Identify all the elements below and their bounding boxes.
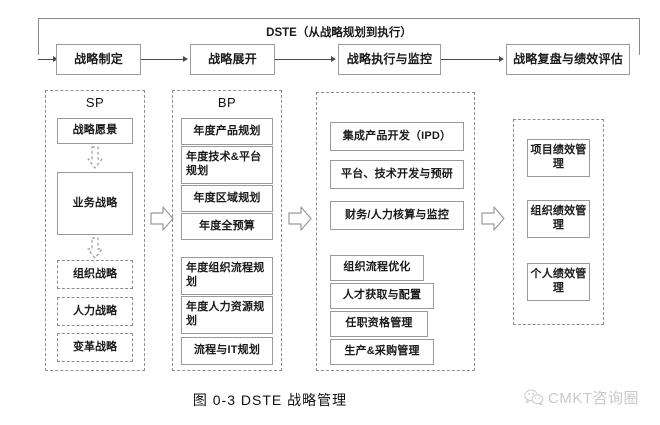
- sp-item-business-strategy[interactable]: 业务战略: [57, 172, 133, 235]
- execution-item-platform-tech-rnd-label: 平台、技术开发与预研: [341, 167, 453, 180]
- execution-item-qualification-management-label: 任职资格管理: [345, 317, 413, 330]
- bp-item-annual-region-plan-label: 年度区域规划: [193, 191, 261, 204]
- execution-item-talent-acquisition-label: 人才获取与配置: [342, 289, 422, 302]
- process-step-4-label: 战略复盘与绩效评估: [513, 52, 623, 66]
- bracket-entry-arrowhead: [53, 55, 58, 62]
- wechat-icon: [524, 389, 544, 406]
- execution-item-production-procurement-label: 生产&采购管理: [344, 345, 420, 358]
- arrow-sp-to-bp: [150, 205, 174, 232]
- bp-item-annual-tech-platform-plan[interactable]: 年度技术&平台规划: [181, 146, 273, 184]
- watermark: CMKT咨询圈: [524, 387, 639, 408]
- connector-step1-step2: [141, 59, 185, 60]
- bp-item-annual-full-budget-label: 年度全预算: [199, 219, 255, 232]
- process-step-2[interactable]: 战略展开: [190, 44, 275, 75]
- sp-item-vision[interactable]: 战略愿景: [57, 118, 133, 144]
- execution-item-org-process-optimization-label: 组织流程优化: [343, 261, 411, 274]
- column-sp-container: [45, 90, 145, 371]
- bp-item-annual-hr-plan[interactable]: 年度人力资源规划: [181, 296, 273, 334]
- arrow-vision-to-business-icon: [84, 146, 106, 170]
- figure-caption: 图 0-3 DSTE 战略管理: [192, 392, 348, 408]
- arrow-business-to-org-icon: [84, 237, 106, 260]
- performance-item-project[interactable]: 项目绩效管理: [527, 139, 590, 177]
- dste-bracket-label: DSTE（从战略规划到执行）: [266, 27, 412, 39]
- sp-item-hr-strategy-label: 人力战略: [73, 304, 117, 317]
- sp-item-hr-strategy[interactable]: 人力战略: [57, 297, 133, 326]
- process-step-1[interactable]: 战略制定: [56, 44, 141, 75]
- process-step-3[interactable]: 战略执行与监控: [338, 44, 441, 75]
- execution-item-ipd[interactable]: 集成产品开发（IPD）: [330, 122, 464, 151]
- sp-item-business-strategy-label: 业务战略: [72, 196, 118, 209]
- bp-item-annual-region-plan[interactable]: 年度区域规划: [181, 185, 273, 212]
- column-bp-header: BP: [217, 95, 237, 110]
- bp-item-annual-product-plan-label: 年度产品规划: [193, 124, 261, 137]
- column-sp-header: SP: [85, 95, 105, 110]
- process-step-3-label: 战略执行与监控: [346, 52, 433, 66]
- execution-item-qualification-management[interactable]: 任职资格管理: [330, 311, 428, 337]
- performance-item-project-label: 项目绩效管理: [530, 144, 587, 170]
- bp-item-annual-org-process-plan[interactable]: 年度组织流程规划: [181, 257, 273, 295]
- execution-item-finance-hr-accounting-label: 财务/人力核算与监控: [344, 208, 450, 221]
- sp-item-transformation-strategy[interactable]: 变革战略: [57, 333, 133, 362]
- arrow-bp-to-execution: [288, 205, 312, 232]
- performance-item-individual-label: 个人绩效管理: [530, 268, 587, 294]
- dste-bracket: [38, 18, 640, 55]
- sp-item-org-strategy[interactable]: 组织战略: [57, 260, 133, 289]
- bp-item-process-it-plan-label: 流程与IT规划: [193, 344, 261, 357]
- arrowhead-step2: [183, 55, 188, 62]
- performance-item-individual[interactable]: 个人绩效管理: [527, 263, 590, 301]
- arrowhead-step4: [499, 55, 504, 62]
- bp-item-process-it-plan[interactable]: 流程与IT规划: [181, 337, 273, 365]
- connector-step2-step3: [275, 59, 333, 60]
- arrowhead-step3: [331, 55, 336, 62]
- arrow-execution-to-performance: [481, 205, 505, 232]
- column-performance-container: [513, 119, 604, 325]
- process-step-4[interactable]: 战略复盘与绩效评估: [506, 44, 630, 75]
- execution-item-platform-tech-rnd[interactable]: 平台、技术开发与预研: [330, 160, 464, 189]
- bp-item-annual-tech-platform-plan-label: 年度技术&平台规划: [186, 151, 262, 177]
- watermark-label: CMKT咨询圈: [548, 390, 639, 407]
- bracket-entry-line: [38, 59, 55, 60]
- execution-item-talent-acquisition[interactable]: 人才获取与配置: [330, 283, 434, 309]
- execution-item-finance-hr-accounting[interactable]: 财务/人力核算与监控: [330, 201, 464, 230]
- bp-item-annual-hr-plan-label: 年度人力资源规划: [186, 301, 265, 327]
- bp-item-annual-full-budget[interactable]: 年度全预算: [181, 213, 273, 240]
- bp-item-annual-product-plan[interactable]: 年度产品规划: [181, 118, 273, 145]
- sp-item-vision-label: 战略愿景: [72, 124, 118, 137]
- execution-item-org-process-optimization[interactable]: 组织流程优化: [330, 255, 424, 281]
- performance-item-organization[interactable]: 组织绩效管理: [527, 200, 590, 238]
- sp-item-transformation-strategy-label: 变革战略: [73, 340, 117, 353]
- bp-item-annual-org-process-plan-label: 年度组织流程规划: [186, 262, 265, 288]
- execution-item-ipd-label: 集成产品开发（IPD）: [342, 129, 452, 142]
- performance-item-organization-label: 组织绩效管理: [530, 205, 587, 231]
- column-execution-container: [316, 92, 475, 371]
- execution-item-production-procurement[interactable]: 生产&采购管理: [330, 339, 434, 365]
- sp-item-org-strategy-label: 组织战略: [73, 267, 117, 280]
- column-bp-container: [172, 90, 282, 371]
- connector-step3-step4: [441, 59, 501, 60]
- process-step-1-label: 战略制定: [74, 52, 123, 66]
- process-step-2-label: 战略展开: [208, 52, 257, 66]
